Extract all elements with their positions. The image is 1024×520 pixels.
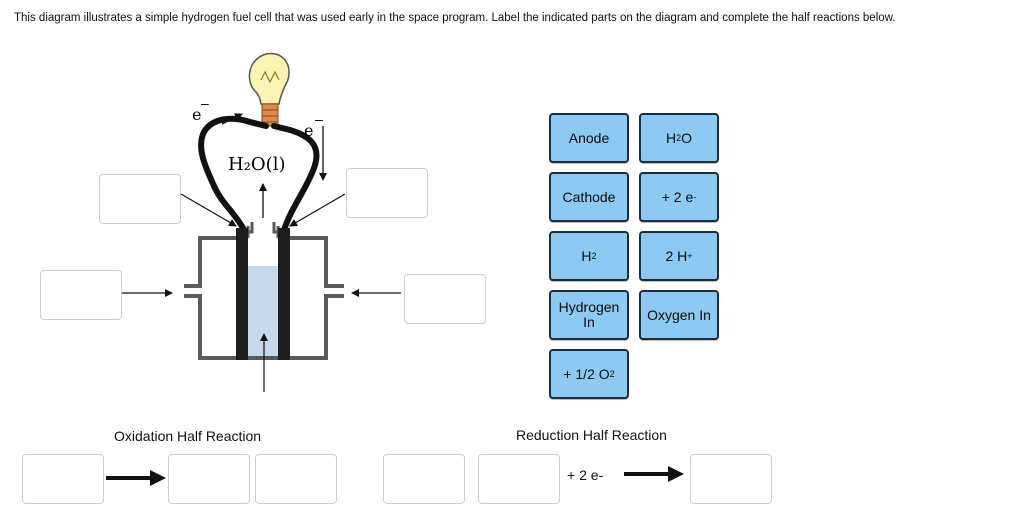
electron-charge-left: –	[201, 95, 209, 111]
oxidation-product-slot-1[interactable]	[168, 454, 250, 504]
oxidation-arrow-head	[150, 470, 166, 486]
tile-cathode-label: Cathode	[562, 188, 616, 205]
electron-flow-arrows	[221, 113, 327, 181]
tile-two-h-plus-text: 2 H	[665, 247, 688, 264]
tile-anode[interactable]: Anode	[549, 113, 629, 163]
electron-charge-right: –	[315, 111, 323, 127]
reduction-arrow-head	[668, 466, 684, 482]
oxidation-product-slot-2[interactable]	[255, 454, 337, 504]
tile-h2-h: H	[581, 247, 592, 264]
tile-two-electrons-text: + 2 e	[661, 188, 694, 205]
electron-label-left: e	[192, 105, 201, 124]
cathode-electrode	[278, 228, 290, 360]
instructions-text: This diagram illustrates a simple hydrog…	[14, 12, 896, 24]
oxidation-half-reaction-label: Oxidation Half Reaction	[114, 428, 262, 444]
tile-half-o2-text: + 1/2 O	[563, 365, 610, 382]
fuel-cell-container	[184, 222, 344, 360]
tile-half-o2-sub: 2	[609, 368, 615, 379]
drop-zone-oxygen-inlet-label[interactable]	[404, 274, 486, 324]
reduction-reactant-slot-1[interactable]	[383, 454, 465, 504]
tile-two-electrons[interactable]: + 2 e-	[639, 172, 719, 222]
tile-cathode[interactable]: Cathode	[549, 172, 629, 222]
reduction-electrons-text: + 2 e-	[567, 467, 604, 483]
drop-zone-cathode-label[interactable]	[346, 168, 428, 218]
tile-water-o: O	[681, 129, 693, 146]
reduction-product-slot[interactable]	[690, 454, 772, 504]
tile-two-h-plus[interactable]: 2 H+	[639, 231, 719, 281]
reaction-arrows	[106, 472, 670, 480]
pointer-lines	[122, 193, 401, 392]
tile-h2-sub: 2	[591, 250, 597, 261]
electron-label-right: e	[304, 121, 313, 140]
drop-zone-anode-label[interactable]	[99, 174, 181, 224]
reduction-half-reaction-label: Reduction Half Reaction	[516, 427, 667, 443]
anode-electrode	[236, 228, 248, 360]
water-label: H₂O(l)	[228, 154, 285, 175]
tile-two-electrons-sup: -	[693, 191, 697, 202]
tile-oxygen-in-label: Oxygen In	[647, 306, 711, 323]
reduction-reactant-slot-2[interactable]	[478, 454, 560, 504]
drop-zone-hydrogen-inlet-label[interactable]	[40, 270, 122, 320]
tile-anode-label: Anode	[568, 129, 610, 146]
tile-two-h-plus-sup: +	[687, 250, 693, 261]
tile-oxygen-in[interactable]: Oxygen In	[639, 290, 719, 340]
light-bulb-icon	[248, 52, 290, 127]
oxidation-reactant-slot[interactable]	[22, 454, 104, 504]
tile-hydrogen-in[interactable]: Hydrogen In	[549, 290, 629, 340]
circuit-wires	[198, 115, 320, 233]
tile-water-h: H	[665, 129, 677, 146]
tile-hydrogen-in-line2: In	[583, 314, 595, 330]
tile-water-sub: 2	[676, 132, 682, 143]
tile-hydrogen-in-line1: Hydrogen	[558, 299, 620, 315]
